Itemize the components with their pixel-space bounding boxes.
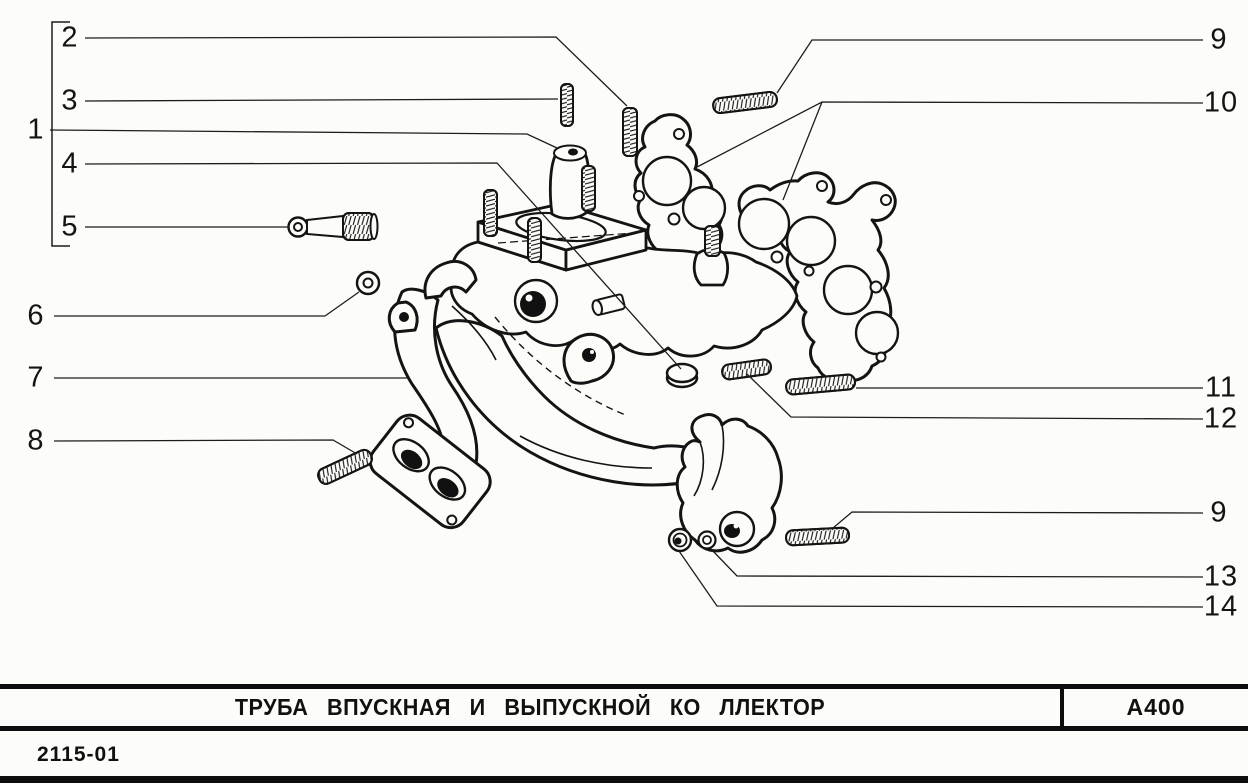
callout-3: 3	[61, 84, 79, 117]
callout-4: 4	[61, 147, 79, 180]
stud-2	[622, 107, 638, 157]
callout-9-bottom: 9	[1210, 496, 1228, 529]
intake-manifold	[449, 144, 799, 358]
figure-code: А400	[1126, 694, 1186, 720]
drawing-number: 2115-01	[37, 743, 120, 766]
callout-1: 1	[27, 113, 45, 146]
callout-11: 11	[1204, 371, 1238, 404]
mounted-studs	[483, 165, 721, 263]
plug-4	[665, 362, 699, 389]
title-block-top-rule	[0, 684, 1248, 689]
parts-diagram	[49, 21, 1204, 608]
stud-11	[785, 373, 856, 396]
leader-lines	[49, 21, 1204, 608]
callout-6: 6	[27, 299, 45, 332]
washer-6	[355, 270, 381, 296]
figure-title: ТРУБА ВПУСКНАЯ И ВЫПУСКНОЙ КО ЛЛЕКТОР	[0, 689, 1060, 726]
figure-title-text: ТРУБА ВПУСКНАЯ И ВЫПУСКНОЙ КО ЛЛЕКТОР	[234, 694, 826, 720]
nut-14	[667, 527, 693, 553]
washer-13	[697, 530, 717, 550]
stud-9-bottom	[785, 526, 851, 547]
stud-3	[560, 83, 574, 127]
exhaust-gasket-right	[737, 171, 900, 382]
page-bottom-rule	[0, 776, 1248, 783]
callout-14: 14	[1203, 590, 1239, 623]
stud-9-top	[712, 90, 778, 115]
callout-13: 13	[1203, 560, 1239, 593]
stud-8	[317, 448, 373, 485]
callout-8: 8	[27, 424, 45, 457]
callout-2: 2	[61, 21, 79, 54]
title-block-divider	[1060, 689, 1064, 726]
exhaust-gasket-left	[633, 113, 727, 290]
callout-7: 7	[27, 361, 45, 394]
exhaust-manifold	[368, 260, 783, 554]
stud-12	[721, 358, 772, 381]
callout-5: 5	[61, 210, 79, 243]
stud-5	[287, 212, 379, 241]
title-block-mid-rule	[0, 726, 1248, 731]
callout-9-top: 9	[1210, 23, 1228, 56]
callout-12: 12	[1203, 402, 1239, 435]
callout-10: 10	[1203, 86, 1239, 119]
